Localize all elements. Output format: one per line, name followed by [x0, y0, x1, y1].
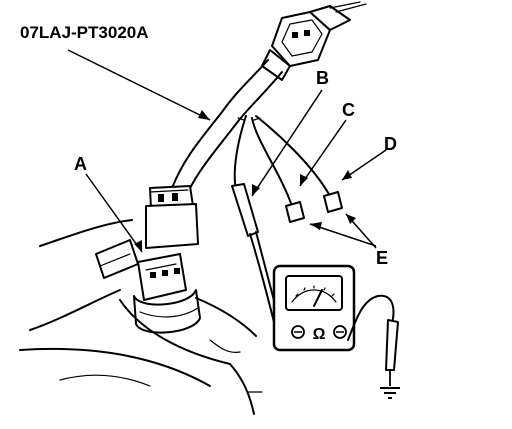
- callout-e: E: [376, 248, 388, 268]
- main-cable: [171, 59, 283, 193]
- multimeter-icon: Ω: [272, 264, 356, 352]
- sensor-assembly: [133, 253, 201, 334]
- callout-c: C: [342, 100, 355, 120]
- callout-b: B: [316, 68, 329, 88]
- tool-label: 07LAJ-PT3020A: [20, 23, 149, 42]
- ground-symbol-icon: [380, 387, 400, 399]
- leader-lines: [67, 49, 387, 253]
- test-connector-icon: [145, 185, 199, 249]
- test-leads: [233, 115, 331, 207]
- engine-block: [19, 219, 263, 415]
- callout-d: D: [384, 134, 397, 154]
- ground-lead: [347, 294, 399, 386]
- alligator-clip-icon: [285, 191, 343, 223]
- ohm-symbol: Ω: [313, 326, 326, 343]
- upper-connector-icon: [261, 1, 367, 81]
- callout-a: A: [74, 154, 87, 174]
